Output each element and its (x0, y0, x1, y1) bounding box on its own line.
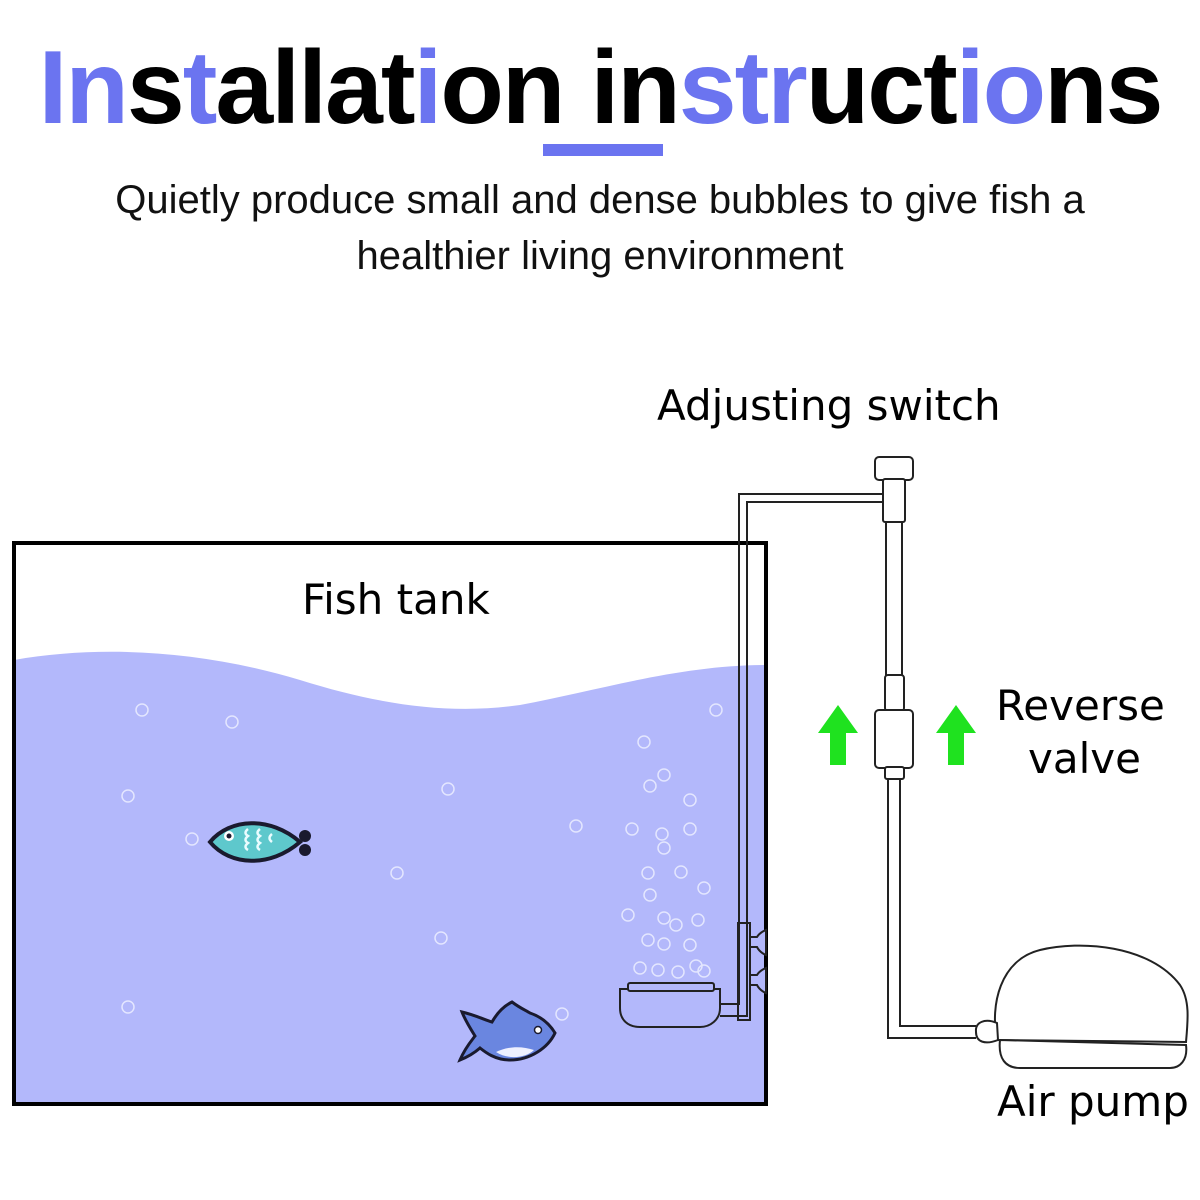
tank-water (14, 651, 766, 1104)
air-stone-icon (619, 922, 751, 1028)
fish-blue-icon (457, 1000, 557, 1063)
subtitle: Quietly produce small and dense bubbles … (40, 172, 1160, 284)
subtitle-line-1: Quietly produce small and dense bubbles … (115, 178, 1085, 222)
title-segment: allat (215, 30, 415, 146)
airflow-arrow-left-icon (818, 705, 858, 765)
air-tube-switch-valve (885, 522, 903, 676)
title-segment: str (678, 30, 808, 146)
title-segment: on in (440, 30, 680, 146)
title-segment: t (182, 30, 218, 146)
title-segment: i (413, 30, 442, 146)
title-segment: uct (805, 30, 958, 146)
label-air-pump: Air pump (997, 1077, 1189, 1126)
title-underline-bar (543, 144, 663, 156)
fish-tank-outline (12, 541, 768, 1106)
label-reverse-valve-line-1: Reverse (996, 681, 1165, 730)
air-pump-icon (974, 944, 1189, 1069)
suction-cup-icon (749, 928, 767, 995)
reverse-valve-icon (874, 674, 914, 780)
airflow-arrow-right-icon (936, 705, 976, 765)
fish-teal-icon (207, 821, 311, 863)
label-fish-tank: Fish tank (302, 575, 490, 624)
bubbles (121, 703, 723, 1021)
label-reverse-valve-line-2: valve (1028, 734, 1141, 783)
page-title: Installation instructions (0, 28, 1200, 148)
air-tube-tank-side (738, 493, 884, 924)
label-adjusting-switch: Adjusting switch (657, 381, 1001, 430)
adjusting-switch-icon (874, 456, 914, 523)
air-tube-valve-pump (887, 779, 976, 1039)
title-segment: io (955, 30, 1046, 146)
title-segment: s (126, 30, 185, 146)
title-segment: ns (1044, 30, 1163, 146)
title-segment: In (38, 30, 128, 146)
subtitle-line-2: healthier living environment (356, 234, 844, 278)
